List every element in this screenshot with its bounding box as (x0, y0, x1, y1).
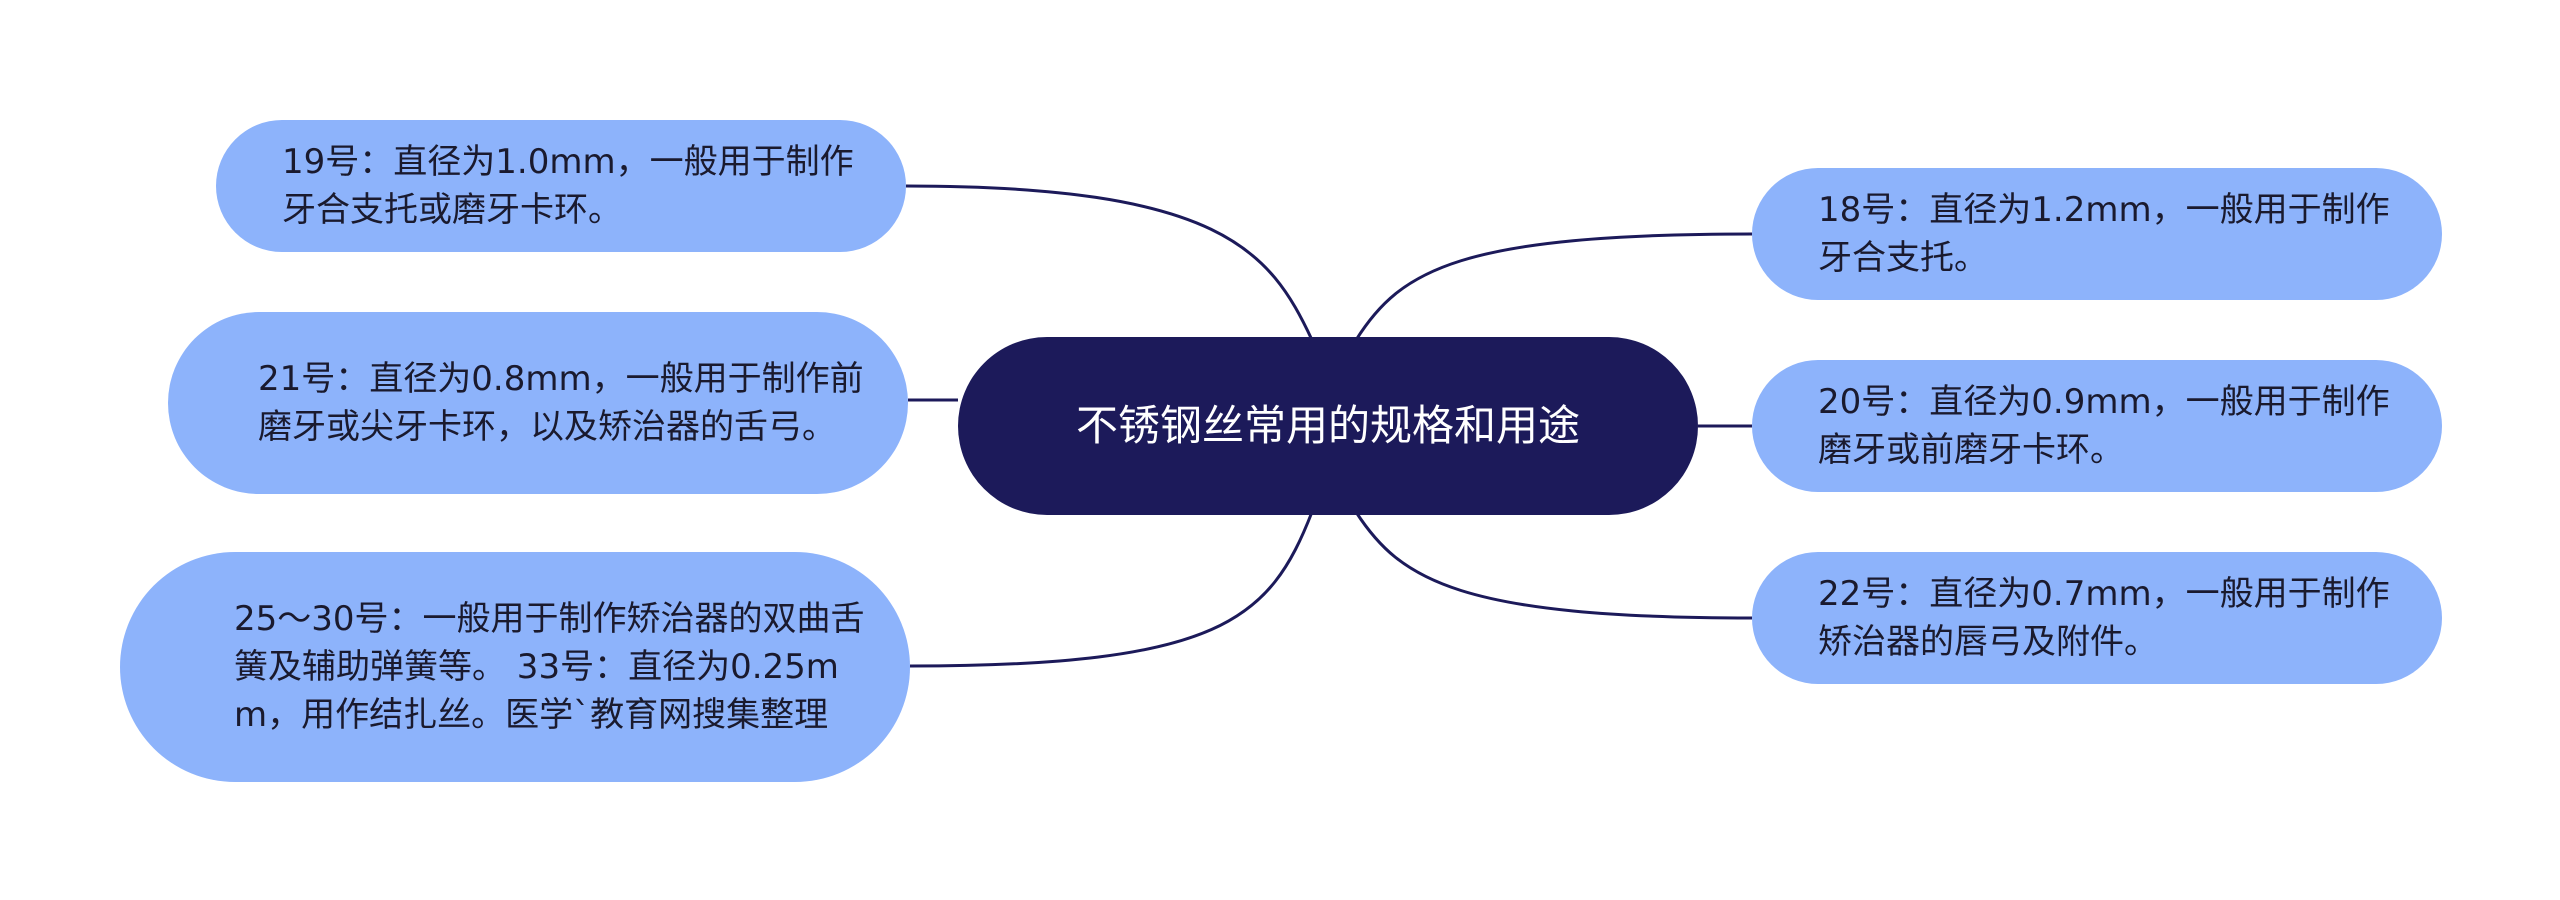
topic-label-25-30: 25～30号：一般用于制作矫治器的双曲舌簧及辅助弹簧等。 33号：直径为0.25… (234, 599, 865, 735)
connector-19 (905, 184, 1314, 341)
topic-node-20[interactable]: 20号：直径为0.9mm，一般用于制作磨牙或前磨牙卡环。 (1752, 360, 2442, 492)
connector-22 (1354, 511, 1753, 620)
topic-node-18[interactable]: 18号：直径为1.2mm，一般用于制作牙合支托。 (1752, 168, 2442, 300)
connector-18 (1354, 232, 1753, 341)
topic-label-19: 19号：直径为1.0mm，一般用于制作牙合支托或磨牙卡环。 (282, 142, 854, 230)
central-topic[interactable]: 不锈钢丝常用的规格和用途 (958, 337, 1698, 515)
topic-node-19[interactable]: 19号：直径为1.0mm，一般用于制作牙合支托或磨牙卡环。 (216, 120, 906, 252)
topic-label-21: 21号：直径为0.8mm，一般用于制作前磨牙或尖牙卡环，以及矫治器的舌弓。 (258, 359, 864, 447)
topic-node-25-30[interactable]: 25～30号：一般用于制作矫治器的双曲舌簧及辅助弹簧等。 33号：直径为0.25… (120, 552, 910, 782)
topic-label-22: 22号：直径为0.7mm，一般用于制作矫治器的唇弓及附件。 (1818, 574, 2390, 662)
topic-label-20: 20号：直径为0.9mm，一般用于制作磨牙或前磨牙卡环。 (1818, 382, 2390, 470)
connector-25 (909, 511, 1314, 668)
topic-node-21[interactable]: 21号：直径为0.8mm，一般用于制作前磨牙或尖牙卡环，以及矫治器的舌弓。 (168, 312, 908, 494)
topic-label-18: 18号：直径为1.2mm，一般用于制作牙合支托。 (1818, 190, 2390, 278)
topic-node-22[interactable]: 22号：直径为0.7mm，一般用于制作矫治器的唇弓及附件。 (1752, 552, 2442, 684)
central-topic-label: 不锈钢丝常用的规格和用途 (1075, 401, 1580, 450)
